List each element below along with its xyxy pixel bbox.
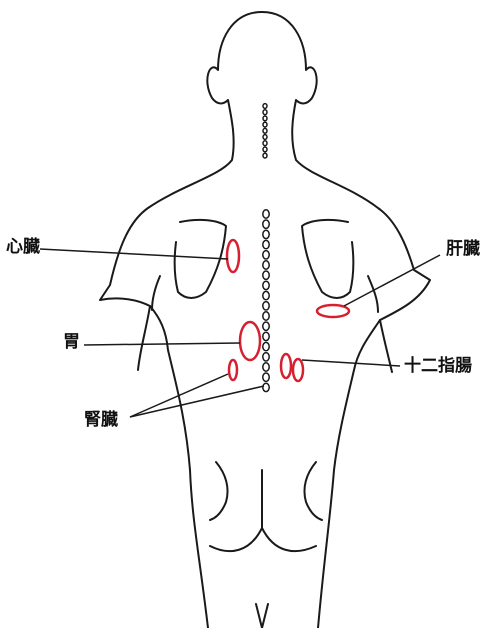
body-silhouette-right [262,12,430,628]
vertebra [263,291,269,299]
body-silhouette-left [100,12,262,628]
vertebra [263,332,269,340]
vertebra [263,110,267,115]
vertebra [263,153,267,158]
kidney-marker [229,360,237,380]
vertebra [263,104,267,109]
vertebra [263,312,269,320]
vertebra [263,128,267,133]
duodenum-marker-2 [293,359,303,381]
stomach-leader [84,343,240,345]
vertebra [263,271,269,279]
gluteal-fold [210,528,316,551]
vertebra [263,220,269,228]
vertebra [263,383,269,391]
vertebra [263,135,267,140]
heart-leader [40,249,228,259]
liver-marker [317,305,349,317]
heart-marker [227,240,239,272]
liver-label: 肝臓 [446,241,480,258]
duodenum-label: 十二指腸 [404,358,472,375]
vertebra [263,261,269,269]
stomach-label: 胃 [63,334,80,351]
duodenum-marker-1 [281,354,291,378]
vertebra [263,122,267,127]
duodenum-leader [302,360,400,366]
vertebra [263,353,269,361]
vertebra [263,302,269,310]
vertebra [263,141,267,146]
vertebra [263,363,269,371]
spine [263,104,269,392]
inner-legs [256,604,268,628]
kidney-leader-1 [130,374,228,417]
vertebra [263,230,269,238]
left-buttock [210,462,228,520]
heart-label: 心臓 [6,239,40,256]
left-arm-inner [152,276,160,310]
stomach-marker [240,322,260,360]
vertebra [263,373,269,381]
vertebra [263,251,269,259]
kidney-label: 腎臓 [84,412,118,429]
kidney-leader-2 [130,386,264,417]
organ-markers [227,240,349,381]
vertebra [263,342,269,350]
liver-leader [344,255,440,306]
vertebra [263,116,267,121]
right-scapula [302,220,353,298]
right-buttock [304,462,322,520]
vertebra [263,147,267,152]
vertebra [263,281,269,289]
right-arm-inner [368,276,378,312]
vertebra [263,322,269,330]
left-arm-line [138,306,150,370]
vertebra [263,210,269,218]
vertebra [263,240,269,248]
